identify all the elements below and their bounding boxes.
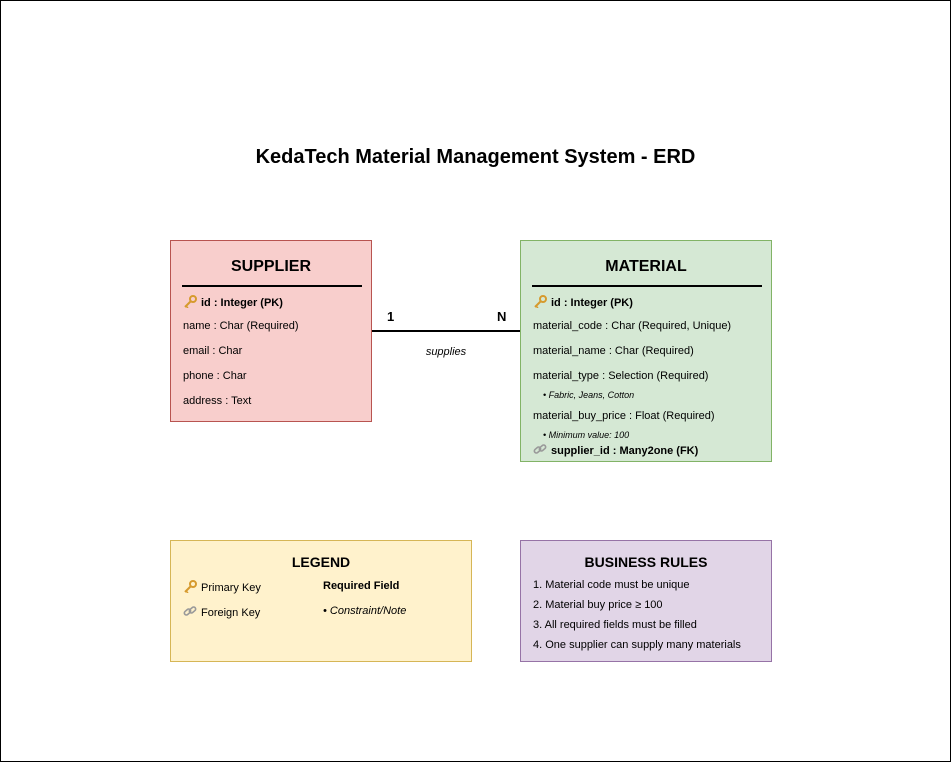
material-entity: MATERIAL id : Integer (PK) material_code… [520,240,772,462]
legend-box: LEGEND Primary Key Foreign Key Required … [170,540,472,662]
cardinality-many: N [497,309,507,324]
business-rule-4: 4. One supplier can supply many material… [533,639,741,651]
legend-primary-key: Primary Key [183,580,261,594]
cardinality-one: 1 [387,309,395,324]
business-rule-1: 1. Material code must be unique [533,579,690,591]
legend-foreign-key-label: Foreign Key [201,607,261,619]
supplier-field-email: email : Char [183,345,243,357]
business-rules-box: BUSINESS RULES 1. Material code must be … [520,540,772,662]
relationship-label: supplies [425,346,467,358]
supplier-field-phone: phone : Char [183,370,247,382]
material-field-supplier-id: supplier_id : Many2one (FK) [533,443,698,457]
legend-required-field: Required Field [323,580,400,592]
material-type-note: • Fabric, Jeans, Cotton [543,390,635,400]
link-icon [183,605,197,619]
business-rule-3: 3. All required fields must be filled [533,619,697,631]
material-field-code: material_code : Char (Required, Unique) [533,320,732,332]
material-field-id: id : Integer (PK) [533,295,633,309]
material-buy-price-note: • Minimum value: 100 [543,430,630,440]
key-icon [183,580,197,594]
link-icon [533,443,547,457]
material-divider [532,285,762,287]
legend-constraint-note: • Constraint/Note [323,605,407,617]
legend-foreign-key: Foreign Key [183,605,260,619]
diagram-title: KedaTech Material Management System - ER… [255,146,696,168]
legend-title: LEGEND [291,554,351,570]
supplier-entity-name: SUPPLIER [230,258,311,275]
supplier-entity: SUPPLIER id : Integer (PK) name : Char (… [170,240,372,422]
material-field-id-text: id : Integer (PK) [551,297,633,309]
business-rule-2: 2. Material buy price ≥ 100 [533,599,663,611]
supplier-field-id: id : Integer (PK) [183,295,283,309]
business-rules-title: BUSINESS RULES [584,554,708,570]
material-field-type: material_type : Selection (Required) [533,370,709,382]
key-icon [533,295,547,309]
key-icon [183,295,197,309]
material-field-supplier-id-text: supplier_id : Many2one (FK) [551,445,699,457]
supplier-divider [182,285,362,287]
material-field-name: material_name : Char (Required) [533,345,694,357]
supplier-field-id-text: id : Integer (PK) [201,297,283,309]
supplier-field-address: address : Text [183,395,252,407]
material-entity-name: MATERIAL [605,258,687,275]
supplier-field-name: name : Char (Required) [183,320,299,332]
relationship-line [372,330,520,332]
legend-primary-key-label: Primary Key [201,582,261,594]
material-field-buy-price: material_buy_price : Float (Required) [533,410,715,422]
